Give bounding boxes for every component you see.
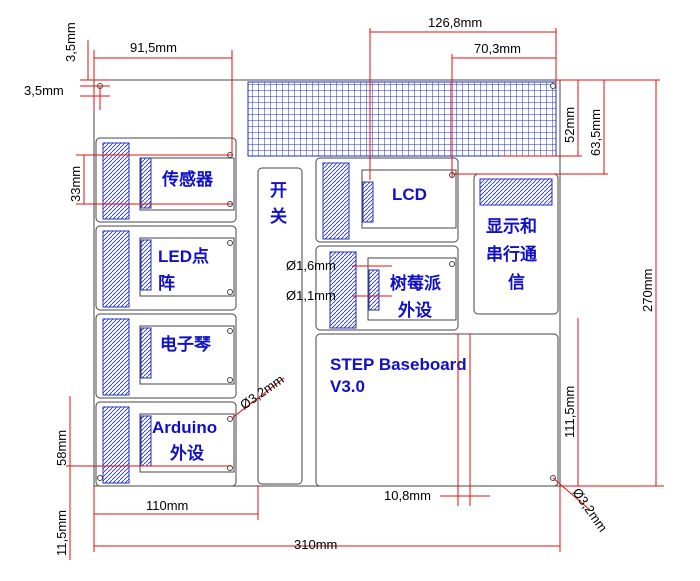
dim-91-5: 91,5mm bbox=[130, 40, 177, 55]
switch-module bbox=[257, 167, 303, 485]
dim-58: 58mm bbox=[54, 430, 69, 466]
dim-11-5-left: 11,5mm bbox=[54, 510, 69, 556]
dim-phi-3-2-b: Ø3,2mm bbox=[570, 485, 611, 534]
arduino-module bbox=[95, 401, 237, 487]
lcd-module bbox=[315, 157, 459, 243]
dim-3-5-top: 3,5mm bbox=[63, 22, 78, 62]
dim-63-5: 63,5mm bbox=[588, 109, 603, 156]
dim-70-3: 70,3mm bbox=[474, 41, 521, 56]
piano-module bbox=[95, 313, 237, 399]
label-piano: 电子琴 bbox=[160, 334, 211, 354]
label-switch-2: 关 bbox=[270, 206, 287, 226]
mount-hole-tr bbox=[550, 83, 556, 89]
label-sensor: 传感器 bbox=[161, 169, 214, 189]
label-title-2: V3.0 bbox=[330, 377, 365, 396]
display-serial-module bbox=[473, 173, 559, 315]
dim-110: 110mm bbox=[146, 498, 188, 513]
dim-126-8: 126,8mm bbox=[428, 15, 482, 30]
label-arduino-1: Arduino bbox=[152, 418, 217, 437]
dim-phi-1-6: Ø1,6mm bbox=[286, 258, 336, 273]
label-title-1: STEP Baseboard bbox=[330, 355, 467, 374]
dim-111-5-right: 111,5mm bbox=[562, 386, 577, 438]
raspberry-module bbox=[315, 245, 459, 331]
label-display-1: 显示和 bbox=[486, 217, 537, 236]
dim-10-8: 10,8mm bbox=[384, 488, 431, 503]
sensor-module bbox=[95, 137, 237, 223]
label-led-1: LED点 bbox=[158, 246, 209, 266]
dim-310: 310mm bbox=[294, 537, 337, 552]
dot-matrix-display bbox=[247, 81, 557, 157]
dim-270: 270mm bbox=[640, 269, 655, 312]
dim-33: 33mm bbox=[68, 166, 83, 202]
label-lcd: LCD bbox=[392, 185, 427, 204]
label-raspberry-2: 外设 bbox=[398, 300, 432, 320]
label-led-2: 阵 bbox=[158, 273, 175, 293]
label-display-3: 信 bbox=[508, 272, 525, 292]
label-switch-1: 开 bbox=[270, 181, 287, 200]
dim-3-5-left: 3,5mm bbox=[24, 83, 64, 98]
label-arduino-2: 外设 bbox=[170, 443, 204, 463]
mount-hole-bl bbox=[97, 475, 103, 481]
led-matrix-module bbox=[95, 225, 237, 311]
dim-52: 52mm bbox=[562, 107, 577, 143]
dim-phi-1-1: Ø1,1mm bbox=[286, 288, 336, 303]
label-raspberry-1: 树莓派 bbox=[390, 274, 442, 293]
label-display-2: 串行通 bbox=[486, 244, 537, 264]
step-baseboard-area bbox=[315, 333, 559, 487]
